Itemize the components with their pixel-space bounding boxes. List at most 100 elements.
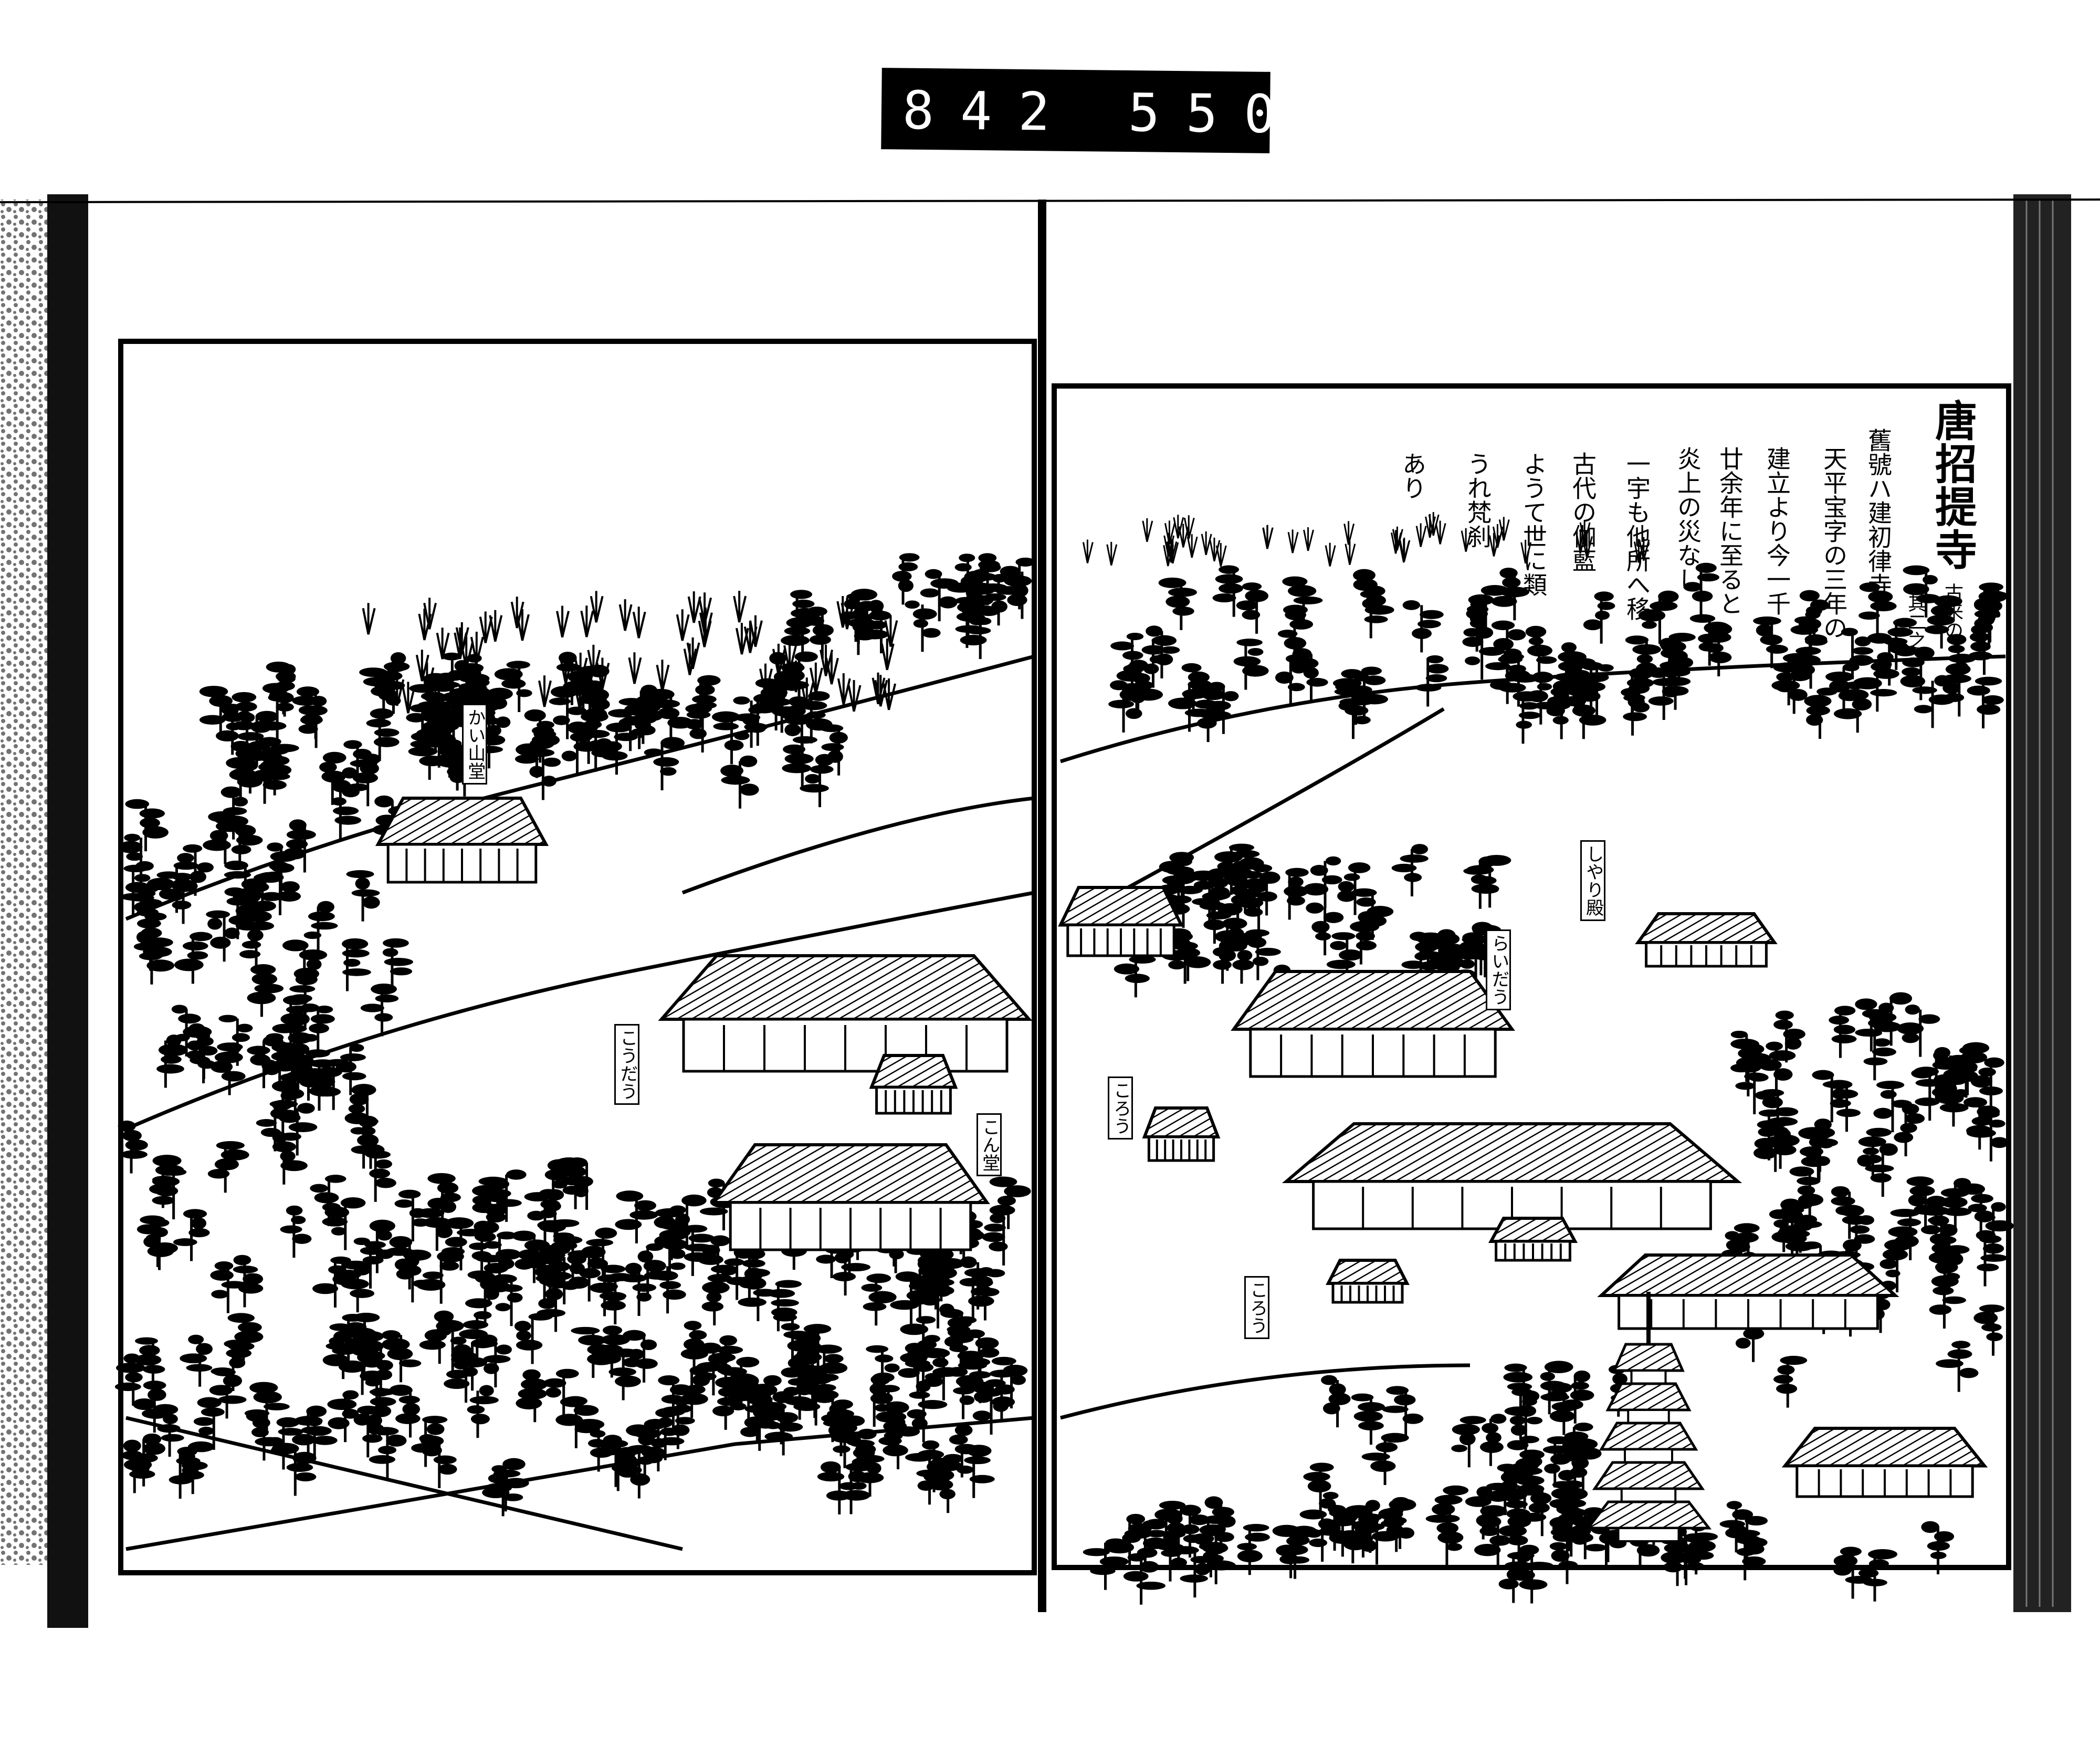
tree-icon	[1719, 1501, 1760, 1553]
tree-icon	[1161, 1530, 1187, 1582]
building-label: こうだう	[614, 1024, 639, 1105]
tree-icon	[1337, 862, 1371, 915]
grass-icon	[1579, 520, 1591, 544]
tree-icon	[267, 1417, 304, 1470]
body-text-column: 建立より今一千	[1763, 446, 1791, 615]
grass-icon	[580, 667, 594, 699]
tree-icon	[1356, 1500, 1380, 1553]
grass-icon	[1082, 539, 1094, 563]
grass-icon	[1639, 537, 1650, 561]
tree-icon	[303, 901, 338, 955]
tree-icon	[578, 711, 611, 764]
tree-icon	[280, 1205, 312, 1258]
tree-icon	[620, 1262, 657, 1316]
grass-icon	[436, 628, 450, 660]
pagoda-roof	[1605, 1382, 1692, 1412]
tree-icon	[344, 1327, 384, 1381]
tree-icon	[1873, 1081, 1912, 1133]
grass-icon	[391, 674, 405, 706]
tree-icon	[589, 1264, 626, 1316]
grass-icon	[1201, 531, 1212, 556]
tree-icon	[861, 1273, 897, 1326]
tree-icon	[177, 844, 214, 896]
tree-icon	[1758, 1041, 1796, 1094]
tree-icon	[256, 1100, 298, 1152]
grass-icon	[470, 632, 484, 664]
tree-icon	[1350, 911, 1380, 965]
tree-icon	[1179, 1504, 1210, 1558]
body-text-column: 廿余年に至ると	[1716, 446, 1744, 615]
tree-icon	[1894, 1103, 1925, 1156]
grass-icon	[423, 598, 437, 630]
tree-icon	[366, 708, 400, 761]
tree-icon	[1897, 1005, 1940, 1057]
tree-icon	[174, 932, 213, 984]
tree-icon	[1936, 1341, 1979, 1392]
grass-icon	[847, 680, 862, 712]
drum-tower-roof	[869, 1054, 958, 1089]
pagoda-tier	[1630, 1370, 1667, 1385]
tree-icon	[1237, 1524, 1270, 1575]
tree-icon	[1861, 1029, 1896, 1081]
tree-icon	[486, 1169, 527, 1222]
tree-icon	[1934, 1074, 1969, 1127]
tree-icon	[1194, 689, 1226, 743]
grass-icon	[402, 682, 416, 714]
tree-icon	[152, 1168, 187, 1219]
tree-icon	[876, 1385, 909, 1436]
tree-icon	[1485, 653, 1531, 704]
pagoda-roof	[1612, 1343, 1685, 1372]
tree-icon	[1383, 1497, 1410, 1549]
tree-icon	[806, 607, 834, 659]
tree-icon	[1168, 680, 1213, 732]
tree-icon	[1540, 1361, 1573, 1415]
tree-icon	[292, 1405, 327, 1459]
tree-icon	[623, 1330, 658, 1383]
tree-icon	[1193, 1524, 1226, 1577]
grass-icon	[1186, 534, 1198, 558]
grass-icon	[772, 643, 786, 676]
tree-icon	[1303, 856, 1342, 908]
grass-icon	[1488, 532, 1500, 557]
tree-icon	[1212, 565, 1243, 617]
tree-icon	[256, 863, 301, 915]
grass-icon	[1164, 520, 1175, 545]
tree-icon	[394, 1189, 429, 1242]
grass-icon	[1399, 539, 1410, 563]
grass-icon	[790, 661, 803, 693]
kondo-main-hall-roof	[711, 1143, 990, 1204]
grass-icon	[1461, 528, 1472, 552]
tree-icon	[215, 786, 248, 840]
tree-icon	[957, 1445, 995, 1498]
tree-icon	[327, 1390, 359, 1443]
tree-icon	[746, 1390, 777, 1443]
tree-icon	[701, 1273, 732, 1326]
tree-icon	[817, 1461, 858, 1515]
grass-icon	[809, 662, 823, 695]
tree-icon	[1272, 1524, 1310, 1579]
tree-icon	[1504, 1406, 1543, 1459]
tree-icon	[134, 1337, 165, 1388]
tree-icon	[1888, 1209, 1922, 1260]
body-text-column: 古代の伽藍	[1569, 452, 1597, 572]
grass-icon	[687, 591, 701, 623]
grass-icon	[1428, 512, 1440, 536]
tree-icon	[1773, 1355, 1808, 1408]
building-label: こん堂	[976, 1113, 1002, 1176]
tree-icon	[615, 1190, 658, 1243]
tree-icon	[793, 1324, 832, 1376]
tree-icon	[369, 1427, 407, 1479]
grass-icon	[618, 599, 633, 631]
grass-icon	[1520, 539, 1532, 564]
body-text-column: うれ梵刹	[1464, 452, 1492, 548]
tree-icon	[296, 686, 328, 739]
grass-icon	[1262, 525, 1274, 549]
tree-icon	[1233, 639, 1269, 690]
tree-icon	[1290, 648, 1328, 702]
tree-icon	[1563, 686, 1606, 739]
tree-icon	[229, 740, 272, 794]
tree-icon	[1867, 633, 1909, 686]
tree-icon	[920, 1347, 961, 1400]
tree-icon	[207, 1141, 249, 1193]
left-spine	[47, 194, 88, 1628]
